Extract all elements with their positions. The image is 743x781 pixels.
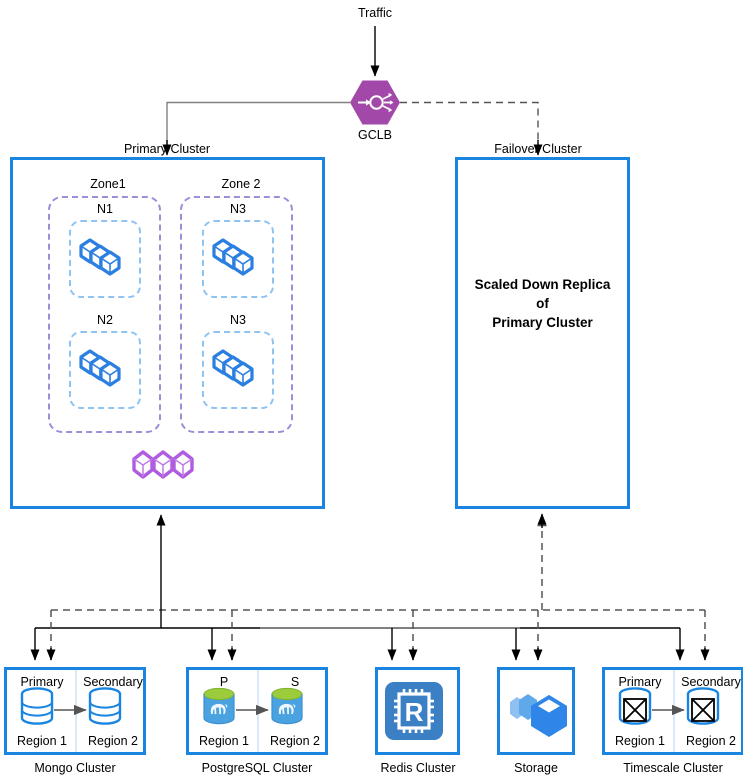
failover-cluster-label: Failover Cluster [494, 142, 582, 156]
node-box-n3a[interactable] [202, 220, 274, 298]
timescale-cluster-caption: Timescale Cluster [623, 761, 723, 775]
zone-box-1[interactable] [48, 196, 161, 433]
mongo-left-region: Region 1 [16, 734, 68, 748]
postgres-right-region: Region 2 [269, 734, 321, 748]
timescale-right-region: Region 2 [685, 734, 737, 748]
primary-cluster-label: Primary Cluster [123, 142, 211, 156]
gclb-icon [350, 80, 400, 125]
node-box-n3b[interactable] [202, 331, 274, 409]
mongo-cluster-caption: Mongo Cluster [34, 761, 116, 775]
redis-cluster-caption: Redis Cluster [380, 761, 456, 775]
node-box-n2[interactable] [69, 331, 141, 409]
postgres-left-role: P [219, 675, 229, 689]
storage-box[interactable] [497, 667, 575, 755]
zone2-label: Zone 2 [221, 177, 261, 191]
storage-caption: Storage [514, 761, 558, 775]
node-box-n1[interactable] [69, 220, 141, 298]
postgresql-cluster-box[interactable]: P S Region 1 Region 2 [186, 667, 328, 755]
node-label-n2: N2 [97, 313, 113, 327]
mongo-cluster-box[interactable]: Primary Secondary Region 1 Region 2 [4, 667, 146, 755]
postgresql-cluster-caption: PostgreSQL Cluster [201, 761, 313, 775]
zone1-label: Zone1 [90, 177, 126, 191]
failover-body-line-3: Primary Cluster [492, 315, 593, 330]
timescale-left-role: Primary [618, 675, 662, 689]
mongo-right-region: Region 2 [87, 734, 139, 748]
timescale-left-region: Region 1 [614, 734, 666, 748]
node-label-n3a: N3 [230, 202, 246, 216]
timescale-right-role: Secondary [681, 675, 741, 689]
mongo-left-role: Primary [20, 675, 64, 689]
mongo-right-role: Secondary [83, 675, 143, 689]
postgres-right-role: S [290, 675, 300, 689]
gclb-label: GCLB [357, 128, 393, 142]
node-label-n1: N1 [97, 202, 113, 216]
failover-cluster-box[interactable]: Scaled Down Replica of Primary Cluster [455, 157, 630, 509]
node-label-n3b: N3 [230, 313, 246, 327]
traffic-label: Traffic [357, 6, 393, 20]
zone-box-2[interactable] [180, 196, 293, 433]
timescale-cluster-box[interactable]: Primary Secondary Region 1 Region 2 [602, 667, 743, 755]
failover-body-line-2: of [536, 296, 549, 311]
failover-body-line-1: Scaled Down Replica [474, 277, 611, 292]
redis-cluster-box[interactable] [375, 667, 460, 755]
postgres-left-region: Region 1 [198, 734, 250, 748]
